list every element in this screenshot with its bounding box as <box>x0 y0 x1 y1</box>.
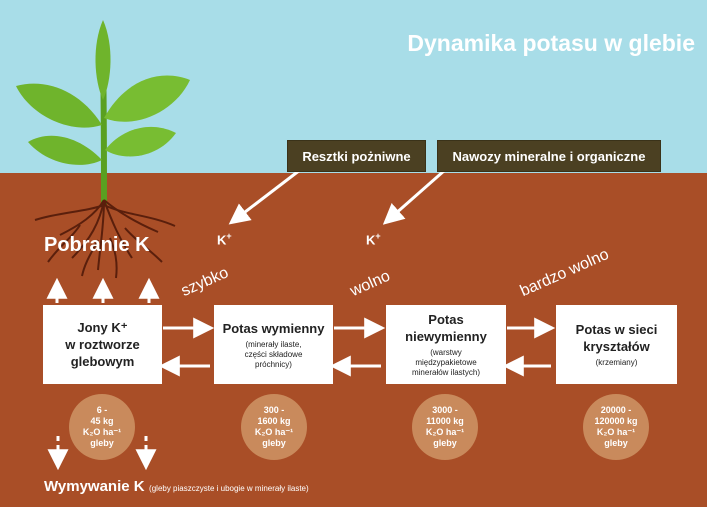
leaching-arrows <box>47 436 157 471</box>
pool-title: Potas wymienny <box>222 320 325 336</box>
uptake-label: Pobranie K <box>44 234 150 256</box>
leaching-label: Wymywanie K (gleby piaszczyste i ubogie … <box>44 478 309 496</box>
amount-circle: 20000 - 120000 kg K₂O ha⁻¹ gleby <box>583 394 649 460</box>
input-label-fertilizers: Nawozy mineralne i organiczne <box>437 140 661 172</box>
pool-title-line: Potas w sieci <box>575 322 658 337</box>
leaching-note: (gleby piaszczyste i ubogie w minerały i… <box>149 484 309 493</box>
amount-basis: gleby <box>90 438 114 448</box>
k-ion-label: K+ <box>366 231 381 248</box>
amount-circle: 3000 - 11000 kg K₂O ha⁻¹ gleby <box>412 394 478 460</box>
amount-basis: gleby <box>433 438 457 448</box>
roots-icon <box>34 199 176 279</box>
k-ion-label: K+ <box>217 231 232 248</box>
amount-basis: gleby <box>262 438 286 448</box>
pool-non-exchangeable: Potas niewymienny (warstwy międzypakieto… <box>386 305 506 384</box>
amount-unit: K₂O ha⁻¹ <box>425 427 465 437</box>
amount-unit: K₂O ha⁻¹ <box>82 427 122 437</box>
amount-range-start: 300 - <box>263 405 285 415</box>
pool-soil-solution: Jony K⁺ w roztworze glebowym <box>43 305 162 384</box>
amount-unit: K₂O ha⁻¹ <box>254 427 294 437</box>
pool-title-line: Potas <box>428 312 464 327</box>
pool-description-line: (minerały ilaste, <box>245 339 302 349</box>
amount-circle: 300 - 1600 kg K₂O ha⁻¹ gleby <box>241 394 307 460</box>
exchange-arrows <box>158 317 556 377</box>
amount-range-end: 11000 kg <box>426 416 464 426</box>
pool-title-line: Jony K⁺ <box>77 320 128 335</box>
leaching-title: Wymywanie K <box>44 478 145 495</box>
pool-title-line: w roztworze <box>65 337 140 352</box>
input-label-crop-residues: Resztki pożniwne <box>287 140 426 172</box>
pool-title: Jony K⁺ w roztworze glebowym <box>65 319 139 370</box>
amount-range-end: 45 kg <box>90 416 114 426</box>
input-arrows <box>228 168 446 225</box>
diagram-title: Dynamika potasu w glebie <box>407 30 695 56</box>
amount-basis: gleby <box>604 438 628 448</box>
pool-title: Potas niewymienny <box>405 311 487 345</box>
pool-crystal-lattice: Potas w sieci kryształów (krzemiany) <box>556 305 677 384</box>
pool-description-line: (warstwy <box>430 348 462 357</box>
pool-description: (warstwy międzypakietowe minerałów ilast… <box>412 348 480 378</box>
pool-title-line: glebowym <box>70 354 135 369</box>
amount-range-end: 120000 kg <box>594 416 638 426</box>
pool-title-line: niewymienny <box>405 329 487 344</box>
amount-range-start: 3000 - <box>432 405 458 415</box>
pool-title: Potas w sieci kryształów <box>576 321 658 355</box>
pool-title-line: kryształów <box>583 339 650 354</box>
uptake-arrows <box>46 277 160 303</box>
pool-description: (krzemiany) <box>595 358 638 367</box>
pool-description-line: próchnicy) <box>255 359 292 369</box>
pool-description-line: międzypakietowe <box>415 358 477 367</box>
amount-circle: 6 - 45 kg K₂O ha⁻¹ gleby <box>69 394 135 460</box>
pool-description: (minerały ilaste, części składowe próchn… <box>245 340 303 370</box>
pool-exchangeable: Potas wymienny (minerały ilaste, części … <box>214 305 333 384</box>
plant-icon <box>16 20 190 206</box>
amount-range-end: 1600 kg <box>257 416 291 426</box>
pool-description-line: minerałów ilastych) <box>411 368 481 377</box>
amount-range-start: 20000 - <box>600 405 632 415</box>
amount-range-start: 6 - <box>96 405 108 415</box>
amount-unit: K₂O ha⁻¹ <box>596 427 636 437</box>
pool-description-line: części składowe <box>244 349 303 359</box>
